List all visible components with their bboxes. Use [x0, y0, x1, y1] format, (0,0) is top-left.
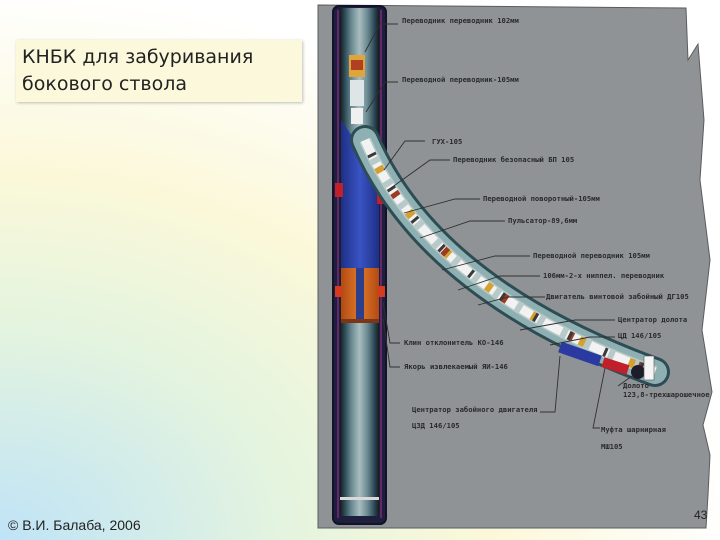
title-line-1: КНБК для забуривания	[22, 46, 254, 68]
slide-title: КНБК для забуривания бокового ствола	[16, 40, 302, 102]
label-perevodnik-102: Переводник переводник 102мм	[402, 16, 520, 25]
label-doloto-1: Долото	[623, 381, 649, 390]
page-number: 43	[694, 508, 708, 522]
downhole-motor	[558, 341, 602, 367]
label-nippel-perevodnik: 106мм-2-х ниппел. переводник	[543, 271, 665, 280]
rock-formation	[317, 4, 713, 529]
label-mufta-2: МШ105	[601, 442, 623, 451]
label-perevodnik-bezopasny: Переводник безопасный БП 105	[453, 155, 574, 164]
label-mufta-1: Муфта шарнирная	[601, 425, 666, 434]
label-perevodnik-povorotny: Переводной поворотный-105мм	[483, 194, 601, 203]
label-centrator-dolota: Центратор долота	[618, 315, 687, 324]
label-pulsator: Пульсатор-89,6мм	[508, 216, 578, 225]
label-perevodnik-105-top: Переводной переводник-105мм	[402, 75, 520, 84]
label-cd-146: ЦД 146/105	[618, 331, 661, 340]
whipstock-wedge	[341, 120, 379, 236]
title-line-2: бокового ствола	[22, 73, 188, 95]
label-doloto-2: 123,8-трехшарошечное	[623, 390, 710, 399]
label-perevodnik-105-mid: Переводной переводник 105мм	[533, 251, 651, 260]
label-klin: Клин отклонитель КО-146	[404, 338, 504, 347]
label-yakor: Якорь извлекаемый ЯИ-146	[404, 362, 508, 371]
label-czd-146: ЦЗД 146/105	[412, 421, 460, 430]
copyright-text: © В.И. Балаба, 2006	[8, 517, 141, 533]
label-centrator-dvigatelya: Центратор забойного двигателя	[412, 405, 538, 414]
label-dvigatel: Двигатель винтовой забойный ДГ105	[546, 292, 689, 301]
drill-bit	[631, 365, 645, 379]
label-gux-105: ГУХ-105	[432, 137, 462, 146]
